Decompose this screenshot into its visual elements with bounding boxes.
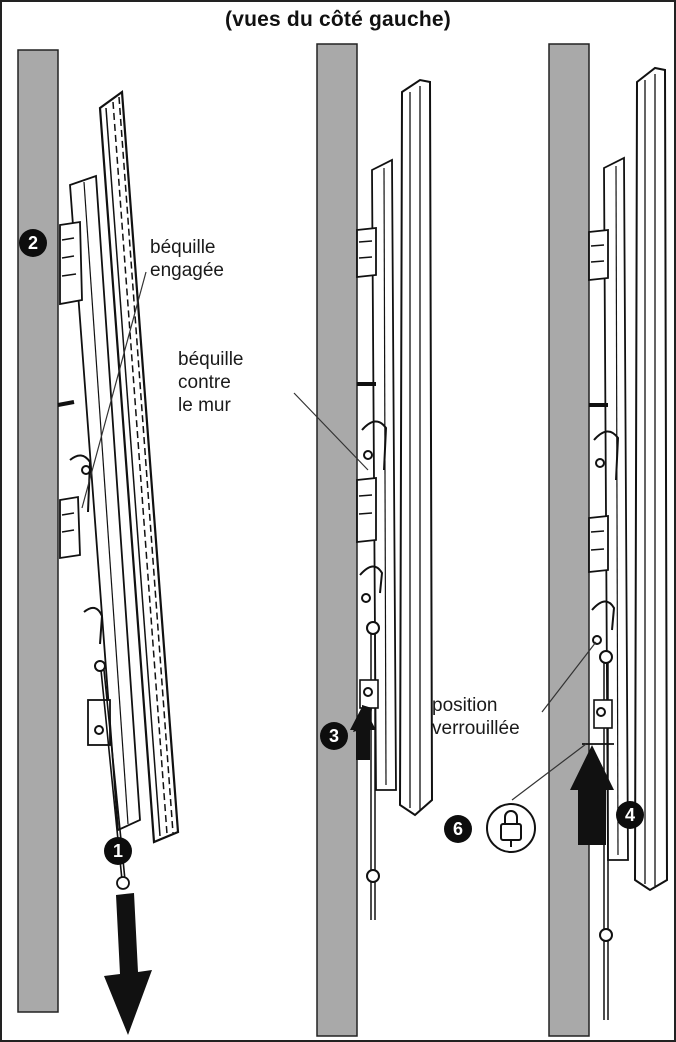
leader-right-2: [511, 743, 587, 801]
step-badge-6: 6: [444, 815, 472, 843]
leader-right-1: [541, 641, 597, 713]
wall-middle: [316, 43, 358, 1037]
arrow-down-icon: [104, 893, 152, 1035]
label-bequille-engagee: béquille engagée: [150, 237, 224, 281]
step-badge-1: 1: [104, 837, 132, 865]
tv-middle: [356, 78, 434, 920]
tv-left: [57, 89, 180, 890]
tv-right: [582, 66, 669, 1020]
step-badge-2: 2: [19, 229, 47, 257]
step-badge-4: 4: [616, 801, 644, 829]
label-bequille-contre-le-mur: béquille contre le mur: [178, 349, 244, 416]
leader-left: [81, 271, 147, 509]
page-title: (vues du côté gauche): [225, 8, 451, 31]
leader-middle: [293, 392, 369, 471]
wall-left: [17, 49, 59, 1013]
arrow-up-large-icon: [570, 745, 614, 845]
padlock-icon: [486, 803, 536, 853]
arrow-up-icon: [350, 705, 376, 760]
wall-right: [548, 43, 590, 1037]
label-position-verrouillee: position verrouillée: [432, 695, 520, 739]
step-badge-3: 3: [320, 722, 348, 750]
